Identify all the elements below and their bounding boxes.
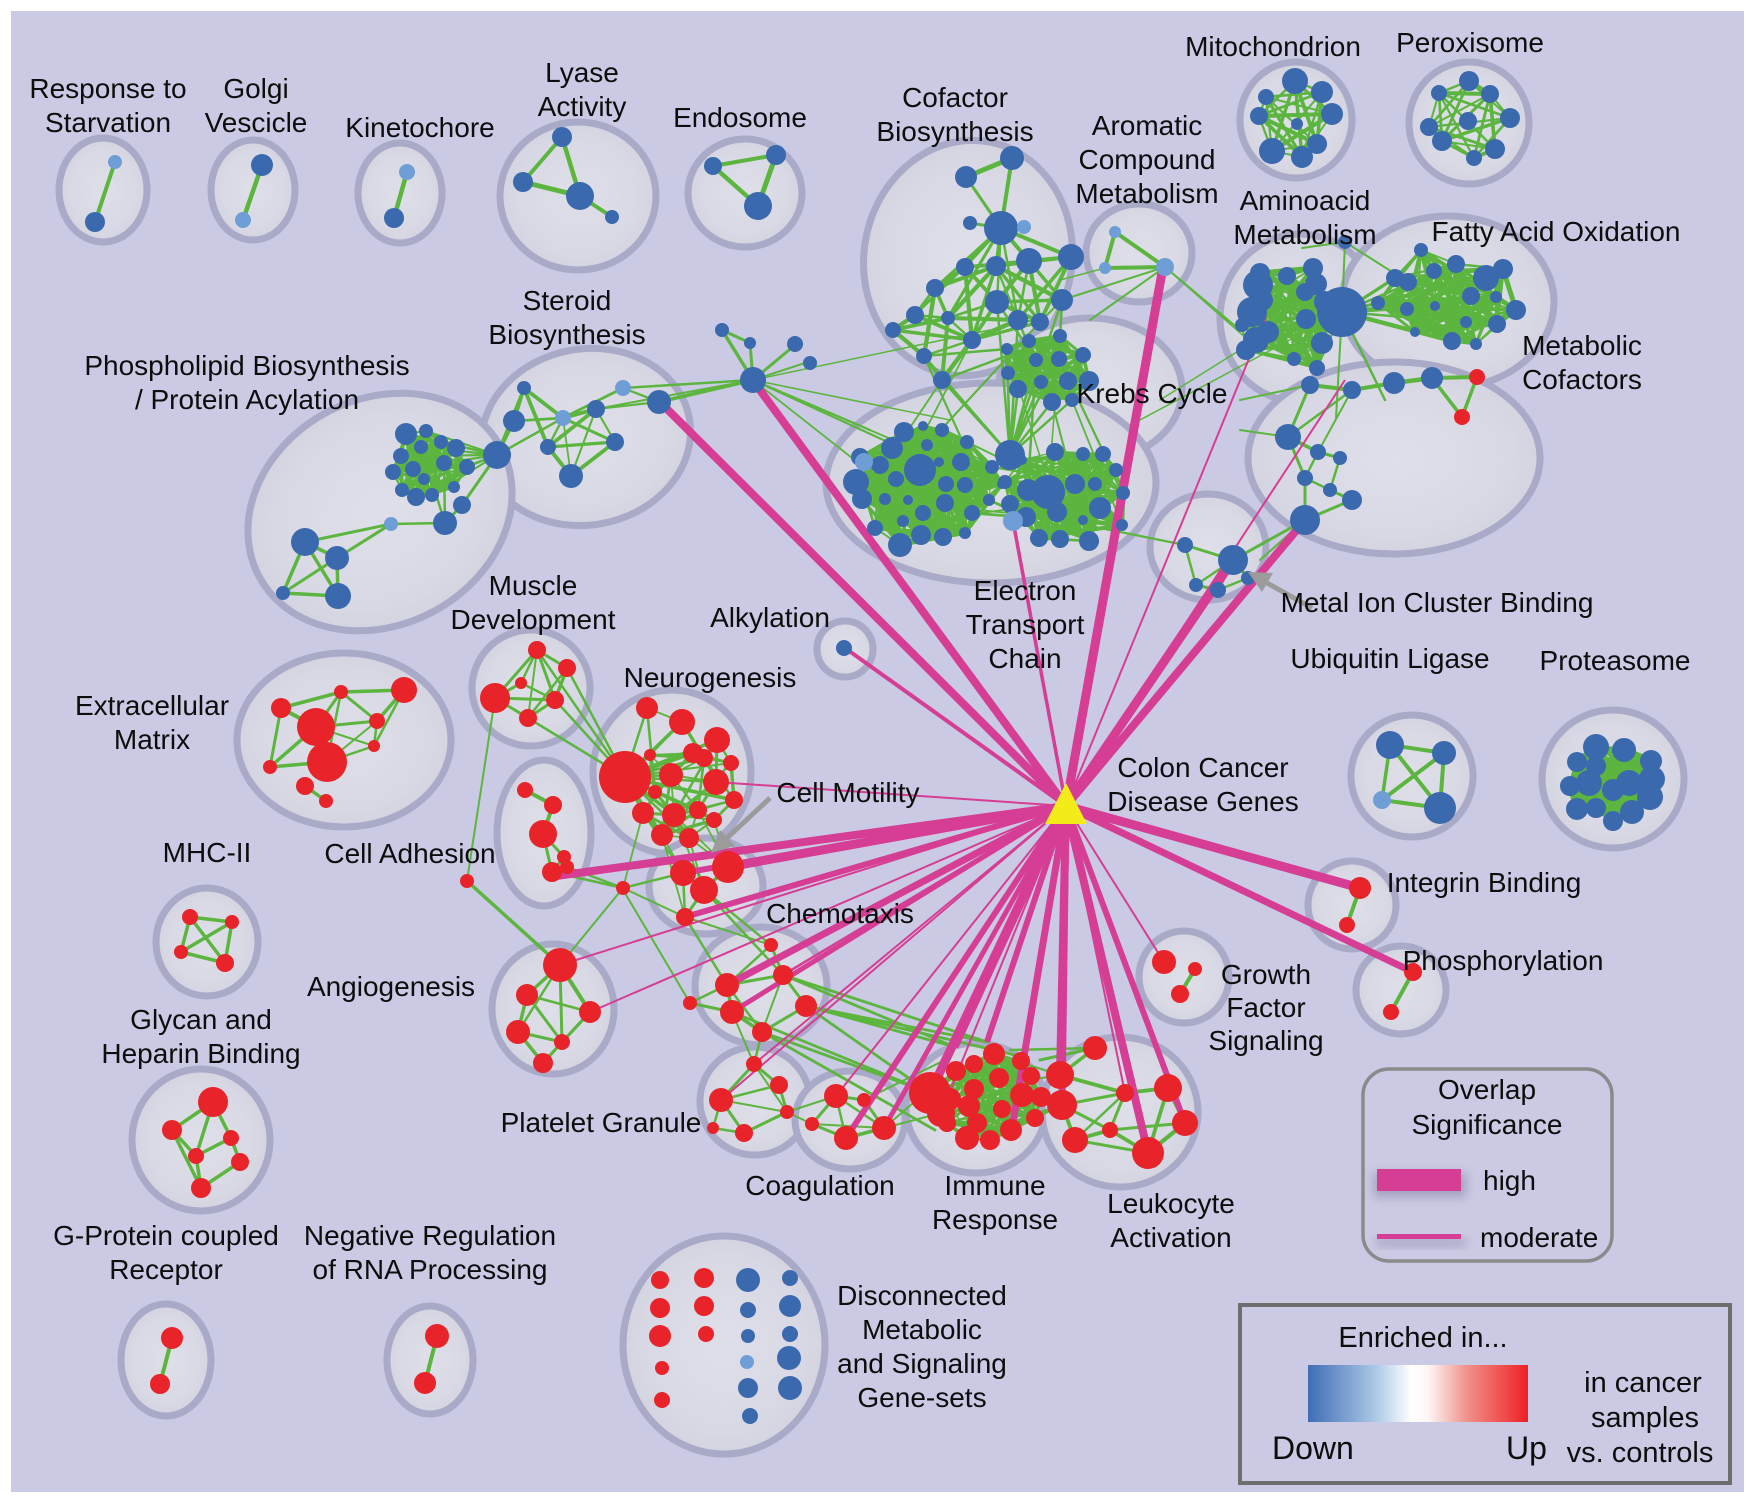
- svg-text:Peroxisome: Peroxisome: [1396, 27, 1544, 58]
- svg-text:Integrin Binding: Integrin Binding: [1387, 867, 1582, 898]
- svg-text:Starvation: Starvation: [45, 107, 171, 138]
- svg-text:Phospholipid Biosynthesis: Phospholipid Biosynthesis: [84, 350, 409, 381]
- svg-text:Aminoacid: Aminoacid: [1240, 185, 1371, 216]
- svg-text:/ Protein Acylation: / Protein Acylation: [135, 384, 359, 415]
- svg-text:MHC-II: MHC-II: [163, 837, 252, 868]
- svg-text:Aromatic: Aromatic: [1092, 110, 1202, 141]
- svg-text:Chain: Chain: [988, 643, 1061, 674]
- svg-text:Muscle: Muscle: [489, 570, 578, 601]
- svg-text:Significance: Significance: [1412, 1109, 1563, 1140]
- svg-text:Metabolic: Metabolic: [1522, 330, 1642, 361]
- svg-text:Krebs Cycle: Krebs Cycle: [1077, 378, 1228, 409]
- svg-text:G-Protein coupled: G-Protein coupled: [53, 1220, 279, 1251]
- svg-text:Lyase: Lyase: [545, 57, 619, 88]
- svg-text:Gene-sets: Gene-sets: [857, 1382, 986, 1413]
- svg-text:Extracellular: Extracellular: [75, 690, 229, 721]
- svg-text:and Signaling: and Signaling: [837, 1348, 1007, 1379]
- svg-text:Response to: Response to: [29, 73, 186, 104]
- svg-text:Metabolism: Metabolism: [1075, 178, 1218, 209]
- svg-text:Receptor: Receptor: [109, 1254, 223, 1285]
- svg-text:in cancer: in cancer: [1584, 1367, 1702, 1399]
- svg-text:Signaling: Signaling: [1208, 1025, 1323, 1056]
- svg-text:Overlap: Overlap: [1438, 1074, 1536, 1105]
- svg-text:Electron: Electron: [974, 575, 1077, 606]
- svg-text:Mitochondrion: Mitochondrion: [1185, 31, 1361, 62]
- svg-text:Steroid: Steroid: [523, 285, 612, 316]
- svg-text:Up: Up: [1506, 1430, 1547, 1466]
- svg-text:Activation: Activation: [1110, 1222, 1231, 1253]
- svg-text:Phosphorylation: Phosphorylation: [1403, 945, 1604, 976]
- svg-text:Metabolism: Metabolism: [1233, 219, 1376, 250]
- svg-text:Vescicle: Vescicle: [205, 107, 308, 138]
- svg-text:Heparin Binding: Heparin Binding: [101, 1038, 300, 1069]
- svg-text:Angiogenesis: Angiogenesis: [307, 971, 475, 1002]
- svg-text:Proteasome: Proteasome: [1540, 645, 1691, 676]
- svg-text:Biosynthesis: Biosynthesis: [488, 319, 645, 350]
- svg-text:Disconnected: Disconnected: [837, 1280, 1007, 1311]
- svg-text:Coagulation: Coagulation: [745, 1170, 894, 1201]
- svg-text:Immune: Immune: [944, 1170, 1045, 1201]
- svg-text:Colon Cancer: Colon Cancer: [1117, 752, 1288, 783]
- svg-text:Cell Motility: Cell Motility: [776, 777, 919, 808]
- svg-text:Factor: Factor: [1226, 992, 1305, 1023]
- svg-text:Cofactors: Cofactors: [1522, 364, 1642, 395]
- svg-text:Platelet Granule: Platelet Granule: [501, 1107, 702, 1138]
- svg-text:Growth: Growth: [1221, 959, 1311, 990]
- svg-text:Metabolic: Metabolic: [862, 1314, 982, 1345]
- svg-text:Endosome: Endosome: [673, 102, 807, 133]
- svg-text:Biosynthesis: Biosynthesis: [876, 116, 1033, 147]
- svg-text:Compound: Compound: [1079, 144, 1216, 175]
- svg-text:Disease Genes: Disease Genes: [1107, 786, 1298, 817]
- svg-text:Transport: Transport: [966, 609, 1085, 640]
- svg-text:Glycan and: Glycan and: [130, 1004, 272, 1035]
- svg-text:Fatty Acid Oxidation: Fatty Acid Oxidation: [1431, 216, 1680, 247]
- svg-text:Cell Adhesion: Cell Adhesion: [324, 838, 495, 869]
- svg-text:vs. controls: vs. controls: [1567, 1437, 1714, 1469]
- svg-text:moderate: moderate: [1480, 1222, 1598, 1253]
- svg-text:Negative Regulation: Negative Regulation: [304, 1220, 556, 1251]
- svg-text:Golgi: Golgi: [223, 73, 288, 104]
- svg-text:of RNA Processing: of RNA Processing: [313, 1254, 548, 1285]
- svg-text:Enriched in...: Enriched in...: [1338, 1322, 1507, 1354]
- svg-text:Cofactor: Cofactor: [902, 82, 1008, 113]
- svg-text:Development: Development: [451, 604, 616, 635]
- svg-text:Ubiquitin Ligase: Ubiquitin Ligase: [1290, 643, 1489, 674]
- svg-text:Response: Response: [932, 1204, 1058, 1235]
- svg-text:Alkylation: Alkylation: [710, 602, 830, 633]
- svg-text:samples: samples: [1591, 1402, 1699, 1434]
- svg-text:Neurogenesis: Neurogenesis: [624, 662, 797, 693]
- svg-text:Kinetochore: Kinetochore: [345, 112, 494, 143]
- svg-text:Chemotaxis: Chemotaxis: [766, 898, 914, 929]
- svg-text:Metal Ion Cluster Binding: Metal Ion Cluster Binding: [1281, 587, 1594, 618]
- svg-text:Activity: Activity: [538, 91, 627, 122]
- svg-text:high: high: [1483, 1165, 1536, 1196]
- svg-text:Leukocyte: Leukocyte: [1107, 1188, 1235, 1219]
- svg-text:Down: Down: [1272, 1430, 1354, 1466]
- svg-text:Matrix: Matrix: [114, 724, 190, 755]
